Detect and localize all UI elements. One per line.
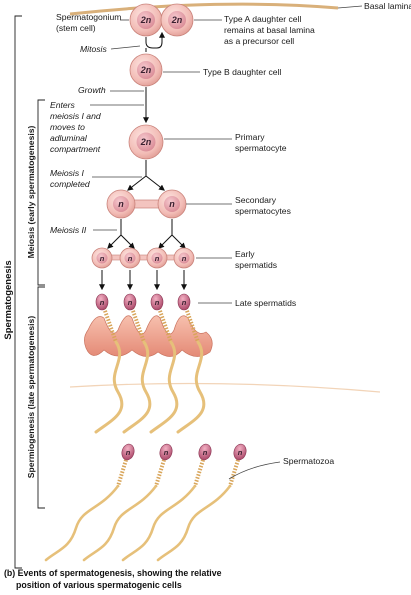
late-spermatid-ploidy: n xyxy=(100,298,105,307)
spermatozoon: n xyxy=(82,443,173,562)
late-label: Late spermatids xyxy=(235,298,296,308)
spermatogenesis-bracket-label: Spermatogenesis xyxy=(3,260,14,339)
meiosis-bracket xyxy=(37,99,45,286)
basal-lamina-leader xyxy=(337,5,363,9)
late-spermatid-ploidy: n xyxy=(155,298,160,307)
type-a-label-line1: Type A daughter cell xyxy=(224,14,301,24)
caption-line2: position of various spermatogenic cells xyxy=(16,580,182,590)
growth-label: Growth xyxy=(78,85,106,95)
spermatozoa-leader xyxy=(228,461,281,480)
spermatogonium-cell: 2n xyxy=(129,3,163,37)
late-spermatid: n xyxy=(149,293,179,434)
type-a-cell: 2n xyxy=(160,3,194,37)
meiosis2-arrow-rr xyxy=(171,234,186,249)
late-spermatid-ploidy: n xyxy=(182,298,187,307)
type-a-ploidy: 2n xyxy=(171,15,183,25)
late-spermatid: n xyxy=(176,293,206,434)
early-spermatid-3: n xyxy=(146,247,168,269)
meiosis1-arrow-left xyxy=(127,175,147,191)
spermatozoon-ploidy: n xyxy=(126,448,131,457)
primary-label-line1: Primary xyxy=(235,132,265,142)
type-a-label-line3: as a precursor cell xyxy=(224,36,294,46)
spermatogenesis-bracket xyxy=(14,15,22,569)
meiosis2-arrow-ll xyxy=(107,234,122,249)
secondary-spermatocyte-right: n xyxy=(157,189,187,219)
early-spermatid-4: n xyxy=(173,247,195,269)
meiosis2-arrow-rl xyxy=(158,234,173,249)
spermatozoon: n xyxy=(156,443,247,562)
early-1-ploidy: n xyxy=(100,254,105,263)
late-spermatid: n xyxy=(94,293,124,434)
spermatozoon: n xyxy=(44,443,135,562)
secondary-label-line1: Secondary xyxy=(235,195,277,205)
spermatogonium-label-line2: (stem cell) xyxy=(56,23,96,33)
adluminal-boundary xyxy=(69,382,381,393)
basal-lamina-label: Basal lamina xyxy=(364,1,411,11)
early-4-ploidy: n xyxy=(182,254,187,263)
primary-spermatocyte-cell: 2n xyxy=(128,124,164,160)
meiosis-bracket-label: Meiosis (early spermatogenesis) xyxy=(26,125,36,258)
type-b-cell: 2n xyxy=(129,53,163,87)
enters-line4: adluminal xyxy=(50,133,88,143)
meiosis2-label: Meiosis II xyxy=(50,225,87,235)
meiosis1-line2: completed xyxy=(50,179,90,189)
mitosis-arrow xyxy=(145,31,165,49)
basal-lamina-line xyxy=(69,2,339,16)
early-spermatid-2: n xyxy=(119,247,141,269)
spermatozoon-ploidy: n xyxy=(203,448,208,457)
spermatogonium-ploidy: 2n xyxy=(140,15,152,25)
spermiogenesis-bracket xyxy=(37,286,45,509)
early-spermatid-1: n xyxy=(91,247,113,269)
early-label-line1: Early xyxy=(235,249,255,259)
type-b-label: Type B daughter cell xyxy=(203,67,281,77)
caption-line1: (b) Events of spermatogenesis, showing t… xyxy=(4,568,222,578)
spermatozoon-ploidy: n xyxy=(238,448,243,457)
meiosis2-arrow-lr xyxy=(120,234,135,249)
enters-line5: compartment xyxy=(50,144,101,154)
mitosis-label: Mitosis xyxy=(80,44,107,54)
secondary-right-ploidy: n xyxy=(169,199,175,209)
early-label-line2: spermatids xyxy=(235,260,277,270)
enters-line1: Enters xyxy=(50,100,76,110)
enters-line3: moves to xyxy=(50,122,85,132)
sertoli-cytoplasm xyxy=(84,315,213,357)
mitosis-leader xyxy=(110,45,141,50)
type-b-ploidy: 2n xyxy=(140,65,152,75)
meiosis1-arrow-right xyxy=(145,175,165,191)
early-3-ploidy: n xyxy=(155,254,160,263)
spermatogonium-label-line1: Spermatogonium xyxy=(56,12,121,22)
late-spermatid: n xyxy=(122,293,152,434)
secondary-label-line2: spermatocytes xyxy=(235,206,291,216)
enters-line2: meiosis I and xyxy=(50,111,101,121)
meiosis1-line1: Meiosis I xyxy=(50,168,85,178)
secondary-spermatocyte-left: n xyxy=(106,189,136,219)
late-spermatid-ploidy: n xyxy=(128,298,133,307)
spermiogenesis-bracket-label: Spermiogenesis (late spermatogenesis) xyxy=(26,316,36,479)
primary-label-line2: spermatocyte xyxy=(235,143,287,153)
early-2-ploidy: n xyxy=(128,254,133,263)
spermatozoa-label: Spermatozoa xyxy=(283,456,334,466)
primary-ploidy: 2n xyxy=(140,137,152,147)
secondary-left-ploidy: n xyxy=(118,199,124,209)
spermatozoon: n xyxy=(121,443,212,562)
type-a-label-line2: remains at basal lamina xyxy=(224,25,315,35)
spermatozoon-ploidy: n xyxy=(164,448,169,457)
